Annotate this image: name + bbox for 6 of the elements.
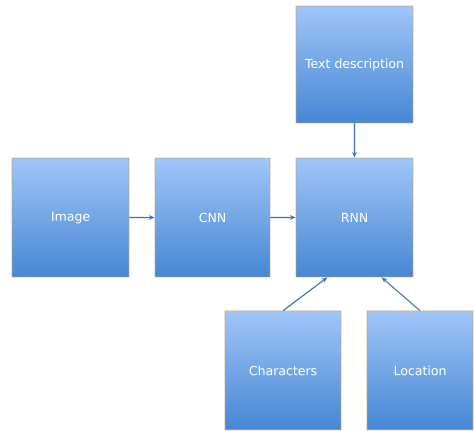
process-box: Text description (296, 6, 414, 124)
process-box: CNN (154, 158, 270, 278)
process-box: Image (12, 158, 130, 278)
process-box: Location (366, 310, 474, 430)
process-box: RNN (296, 158, 414, 278)
process-box: Characters (224, 310, 342, 430)
